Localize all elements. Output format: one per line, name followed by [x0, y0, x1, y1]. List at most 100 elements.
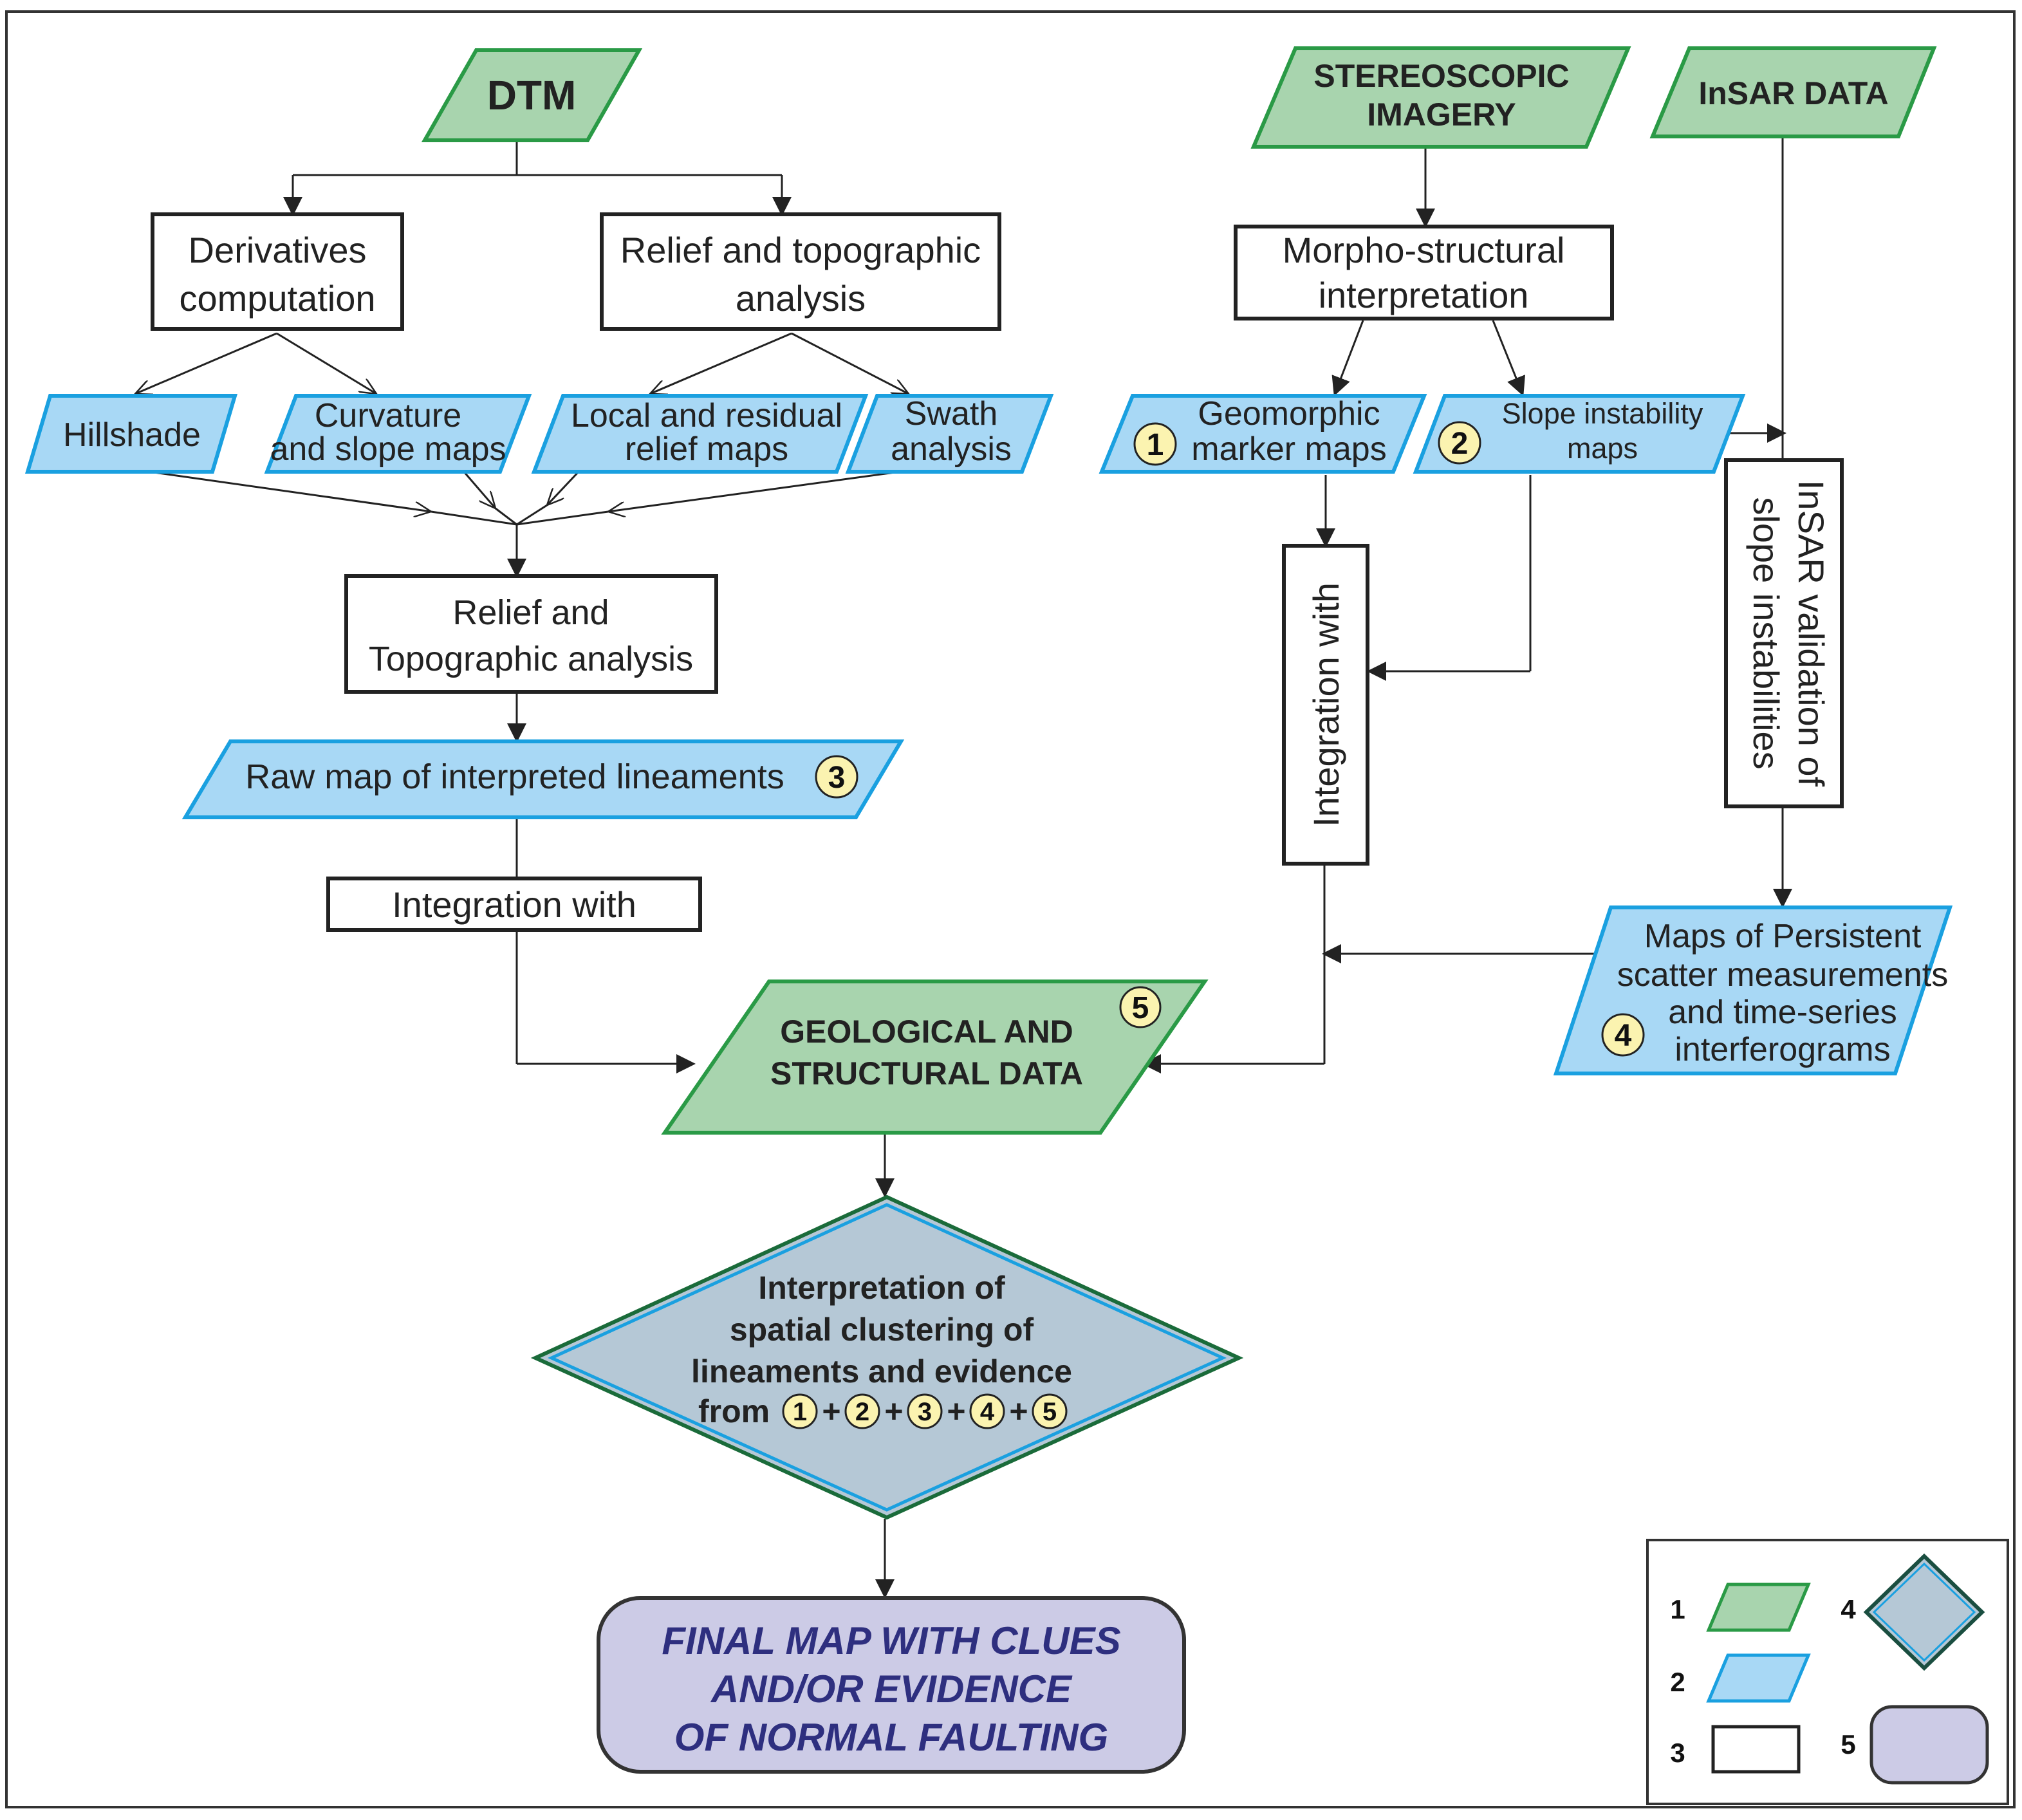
integration-left-shape [326, 877, 702, 932]
insar-validation-line-1: InSAR validation of [1791, 480, 1832, 787]
badge-2-slope-label: 2 [1451, 427, 1469, 461]
line-swath-converge [516, 510, 609, 526]
legend-swatch-4 [1863, 1553, 1985, 1671]
integration-left-box: Integration with [326, 877, 702, 932]
local-residual-line-1: Local and residual [571, 397, 842, 434]
legend-swatch-1 [1706, 1583, 1811, 1632]
legend-label-5: 5 [1841, 1729, 1855, 1760]
arrow-to-curvature [276, 332, 376, 394]
arrow-to-slope [1492, 320, 1525, 396]
legend-label-3: 3 [1670, 1738, 1685, 1768]
persistent-line-1: Maps of Persistent [1644, 918, 1922, 955]
insar-label: InSAR DATA [1698, 75, 1888, 111]
legend-label-1: 1 [1670, 1594, 1685, 1624]
derivatives-box: Derivatives computation [151, 212, 404, 331]
insar-validation-box: InSAR validation of slope instabilities [1724, 458, 1844, 808]
morpho-box: Morpho-structural interpretation [1234, 225, 1614, 320]
persistent-shape [1553, 905, 1953, 1075]
derivatives-shape [151, 212, 404, 331]
legend-swatch-2 [1706, 1653, 1811, 1703]
decision-badge-5-label: 5 [1043, 1398, 1057, 1426]
morpho-line-1: Morpho-structural [1283, 230, 1565, 270]
badge-1-geomorphic-label: 1 [1147, 428, 1164, 462]
curvature-product: Curvature and slope maps [264, 394, 532, 474]
hillshade-shape [24, 394, 238, 474]
integration-vertical-label: Integration with [1306, 582, 1346, 827]
relief2-box: Relief and Topographic analysis [344, 574, 718, 694]
connectors [135, 136, 1792, 1599]
relief-topo-line-1: Relief and topographic [620, 230, 981, 270]
slope-instability-product: 2 Slope instability maps [1413, 394, 1746, 474]
morpho-line-2: interpretation [1319, 275, 1529, 315]
decision-badge-4-label: 4 [980, 1398, 995, 1426]
arrow-to-geomorphic [1331, 320, 1364, 396]
legend: 1 2 3 4 5 [1646, 1539, 2009, 1805]
geo-label-line-1: GEOLOGICAL AND [780, 1014, 1073, 1050]
decision-line-3: lineaments and evidence [691, 1353, 1072, 1389]
arrow-to-hillshade [135, 332, 277, 394]
badge-2-slope [1438, 421, 1481, 465]
final-line-1: FINAL MAP WITH CLUES [662, 1619, 1120, 1662]
derivatives-line-2: computation [179, 278, 375, 319]
decision-diamond: Interpretation of spatial clustering of … [530, 1194, 1244, 1520]
dtm-label: DTM [487, 72, 577, 118]
raw-map-shape [181, 739, 905, 819]
geomorphic-line-2: marker maps [1191, 431, 1386, 468]
decision-shape-outer [530, 1194, 1244, 1520]
badge-5-geo-label: 5 [1132, 991, 1149, 1025]
relief-topo-line-2: analysis [736, 278, 866, 319]
stereo-input: STEREOSCOPIC IMAGERY [1250, 46, 1631, 149]
slope-instability-shape [1413, 394, 1746, 474]
local-residual-product: Local and residual relief maps [531, 394, 869, 474]
legend-label-2: 2 [1670, 1667, 1685, 1697]
line-curvature-converge [495, 507, 517, 526]
badge-3-raw [815, 755, 858, 799]
dtm-input: DTM [421, 48, 643, 142]
stereo-label-line-2: IMAGERY [1367, 97, 1516, 133]
arrow-local-converge [547, 470, 580, 505]
integration-vertical-shape [1282, 544, 1369, 866]
decision-badge-3-label: 3 [918, 1398, 932, 1426]
arrow-hillshade-converge [144, 470, 431, 512]
relief-topo-box: Relief and topographic analysis [600, 212, 1001, 331]
decision-badge-3 [907, 1393, 943, 1429]
relief2-line-1: Relief and [452, 593, 609, 632]
arrow-to-swath [791, 332, 909, 394]
decision-plus-1: + [822, 1393, 840, 1429]
geo-shape [661, 980, 1209, 1135]
swath-product: Swath analysis [845, 394, 1054, 474]
geo-input: GEOLOGICAL AND STRUCTURAL DATA 5 [661, 980, 1209, 1135]
raw-map-product: Raw map of interpreted lineaments 3 [181, 739, 905, 819]
local-residual-line-2: relief maps [625, 431, 788, 468]
decision-badge-5 [1032, 1393, 1068, 1429]
relief2-line-2: Topographic analysis [369, 640, 693, 678]
arrow-to-local-residual [650, 332, 792, 394]
decision-badge-1 [782, 1393, 818, 1429]
legend-swatch-3 [1711, 1725, 1801, 1774]
decision-badge-2 [844, 1393, 880, 1429]
decision-plus-3: + [947, 1393, 965, 1429]
curvature-line-2: and slope maps [270, 431, 506, 468]
curvature-shape [264, 394, 532, 474]
relief2-shape [344, 574, 718, 694]
geo-label-line-2: STRUCTURAL DATA [770, 1055, 1083, 1091]
final-output: FINAL MAP WITH CLUES AND/OR EVIDENCE OF … [597, 1596, 1186, 1774]
swath-line-1: Swath [905, 395, 998, 432]
legend-swatch-5 [1869, 1705, 1989, 1785]
insar-shape [1649, 46, 1937, 138]
persistent-line-4: interferograms [1674, 1031, 1890, 1068]
geomorphic-shape [1099, 394, 1427, 474]
raw-map-label: Raw map of interpreted lineaments [245, 757, 784, 796]
decision-line-1: Interpretation of [758, 1270, 1005, 1306]
badge-5-geo [1119, 986, 1162, 1028]
decision-plus-4: + [1009, 1393, 1028, 1429]
final-line-3: OF NORMAL FAULTING [674, 1716, 1108, 1759]
integration-vertical-box: Integration with [1282, 544, 1369, 866]
decision-shape-inner [547, 1203, 1227, 1512]
final-line-2: AND/OR EVIDENCE [710, 1667, 1073, 1711]
local-residual-shape [531, 394, 869, 474]
legend-swatch-4-inner [1872, 1562, 1976, 1662]
curvature-line-1: Curvature [315, 397, 461, 434]
geomorphic-product: 1 Geomorphic marker maps [1099, 394, 1427, 474]
slope-instability-line-2: maps [1567, 432, 1638, 465]
